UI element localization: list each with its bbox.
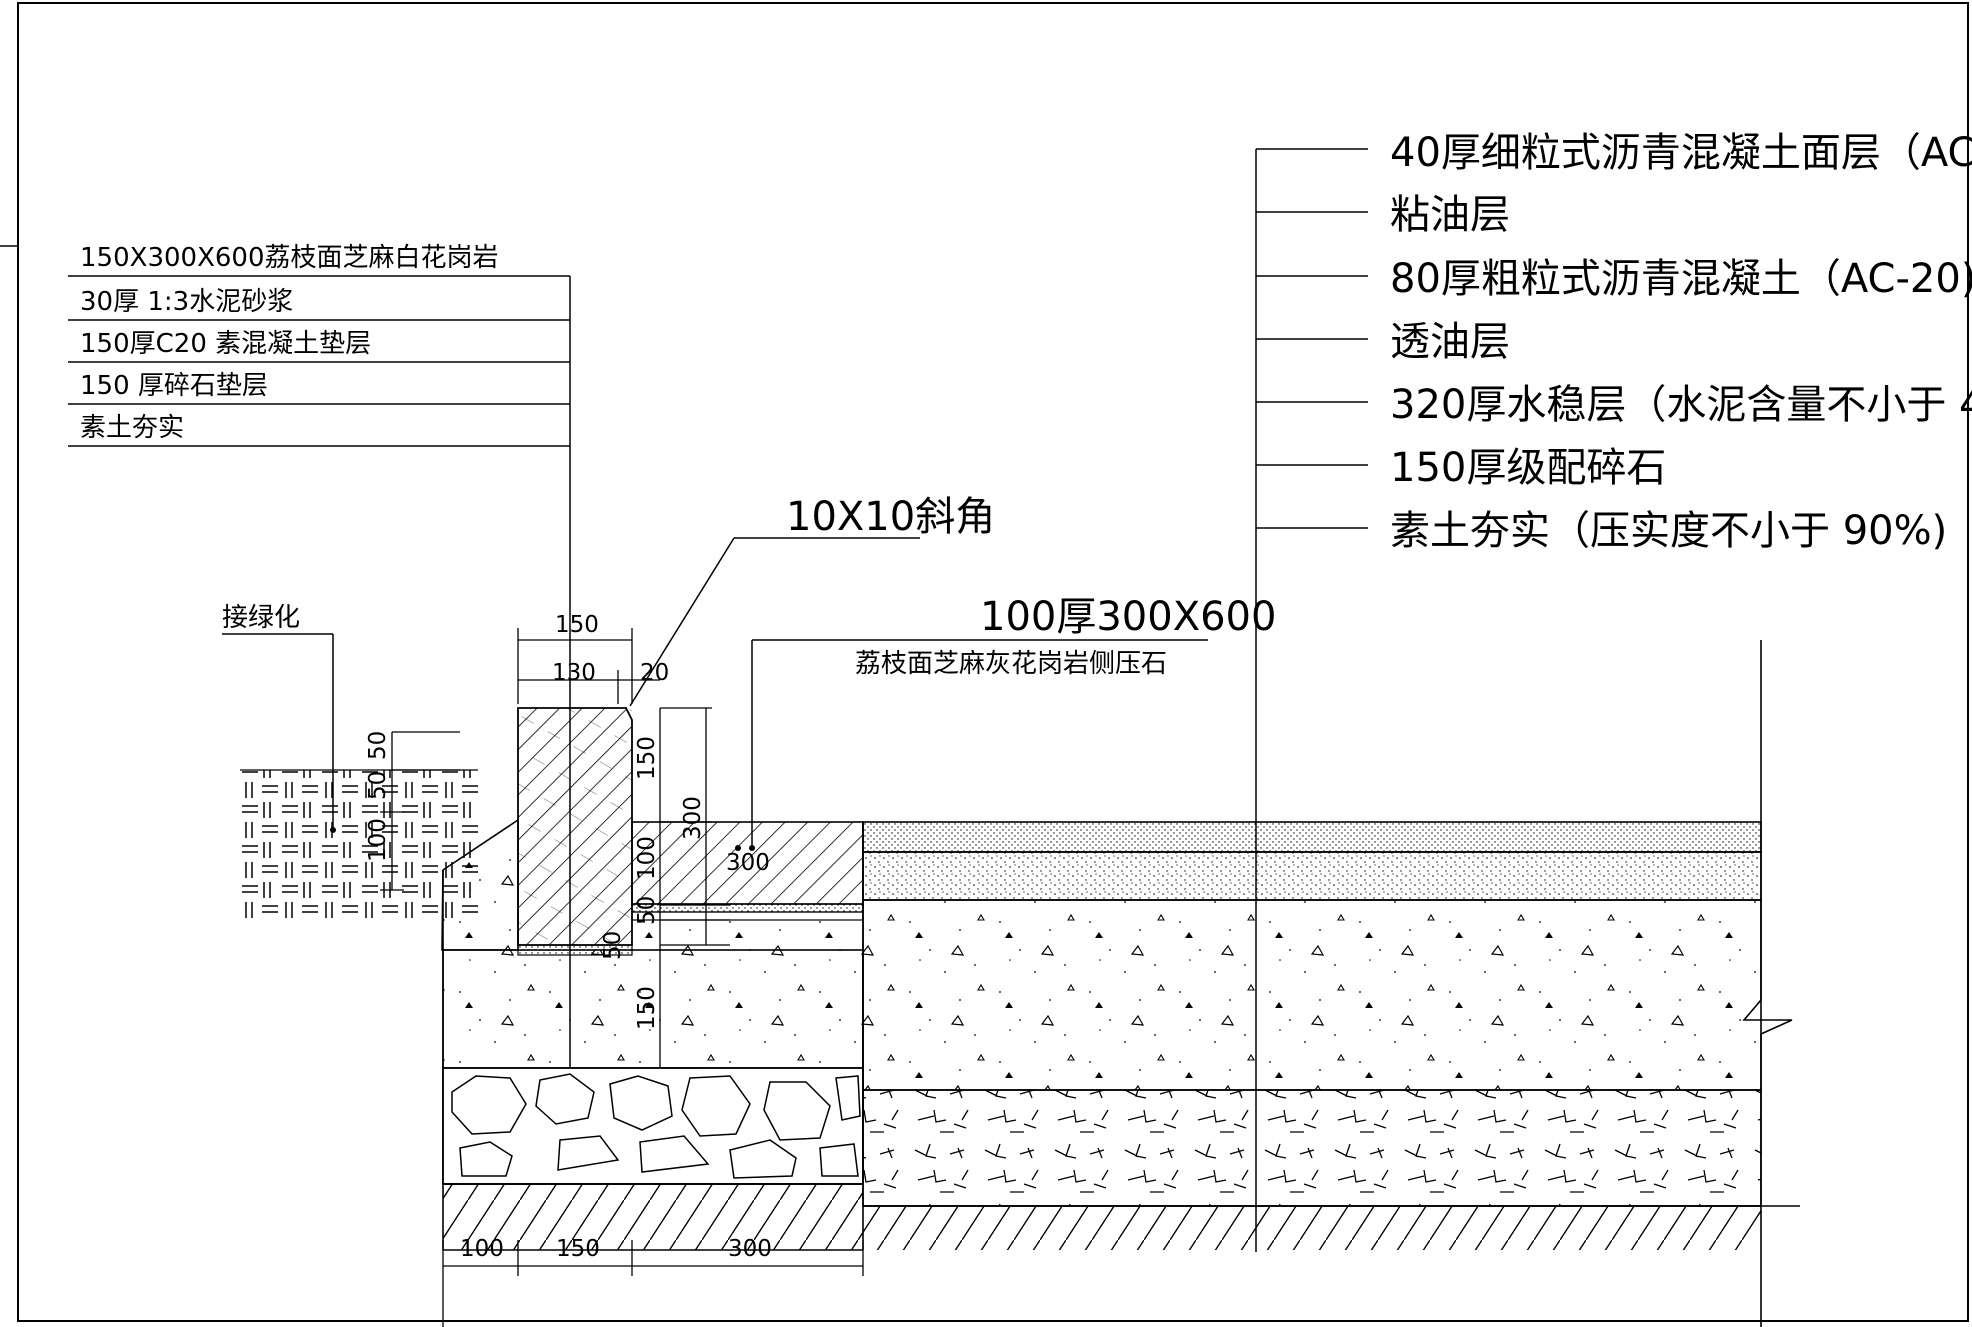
dim-vert-100: 100 — [634, 836, 660, 880]
dim-vert-50a: 50 — [634, 896, 660, 925]
dim-vert-300: 300 — [680, 796, 706, 840]
right-legend-item-2: 粘油层 — [1390, 192, 1510, 238]
dim-top-130: 130 — [552, 660, 596, 686]
dim-green-100: 100 — [365, 818, 391, 862]
left-legend-item-2: 30厚 1:3水泥砂浆 — [80, 287, 293, 317]
dimensions — [517, 628, 730, 1069]
dim-vert-150b: 150 — [634, 986, 660, 1030]
sheet-border — [17, 2, 1969, 1322]
curb-section — [441, 707, 864, 1251]
dim-horiz-300: 300 — [726, 850, 770, 876]
right-legend-item-5: 320厚水稳层（水泥含量不小于 4.5%） — [1390, 382, 1972, 428]
dim-bot-300: 300 — [728, 1236, 772, 1262]
left-legend-item-1: 150X300X600荔枝面芝麻白花岗岩 — [80, 243, 499, 273]
dim-top-150: 150 — [555, 612, 599, 638]
right-legend: 40厚细粒式沥青混凝土面层（AC-13) 粘油层 80厚粗粒式沥青混凝土（AC-… — [1255, 130, 1972, 1252]
right-legend-item-7: 素土夯实（压实度不小于 90%) — [1390, 508, 1947, 554]
right-legend-item-1: 40厚细粒式沥青混凝土面层（AC-13) — [1390, 130, 1972, 176]
right-legend-item-3: 80厚粗粒式沥青混凝土（AC-20) — [1390, 256, 1972, 302]
dim-green-50a: 50 — [365, 731, 391, 760]
callouts: 10X10斜角 100厚300X600 荔枝面芝麻灰花岗岩侧压石 — [629, 494, 1276, 851]
dim-top-20: 20 — [640, 660, 669, 686]
note-curb-title: 100厚300X600 — [980, 594, 1276, 640]
dim-vert-50b: 50 — [600, 931, 626, 960]
dim-vert-150: 150 — [634, 736, 660, 780]
right-legend-item-4: 透油层 — [1390, 319, 1510, 365]
dim-bot-100: 100 — [460, 1236, 504, 1262]
left-legend: 150X300X600荔枝面芝麻白花岗岩 30厚 1:3水泥砂浆 150厚C20… — [68, 243, 573, 1170]
note-green: 接绿化 — [222, 603, 300, 633]
left-legend-item-3: 150厚C20 素混凝土垫层 — [80, 329, 371, 359]
left-legend-item-5: 素土夯实 — [80, 413, 184, 443]
left-legend-item-4: 150 厚碎石垫层 — [80, 371, 268, 401]
right-legend-item-6: 150厚级配碎石 — [1390, 445, 1666, 491]
note-curb-desc: 荔枝面芝麻灰花岗岩侧压石 — [855, 649, 1167, 679]
note-chamfer: 10X10斜角 — [786, 494, 995, 540]
dim-bot-150: 150 — [556, 1236, 600, 1262]
bottom-dimensions: 100 150 300 — [442, 1236, 864, 1327]
dim-green-50b: 50 — [365, 771, 391, 800]
dimension-texts: 150 130 20 150 300 100 50 50 150 300 — [552, 612, 770, 1030]
road-section — [862, 640, 1800, 1327]
green-zone: 接绿化 50 50 100 — [222, 603, 478, 918]
